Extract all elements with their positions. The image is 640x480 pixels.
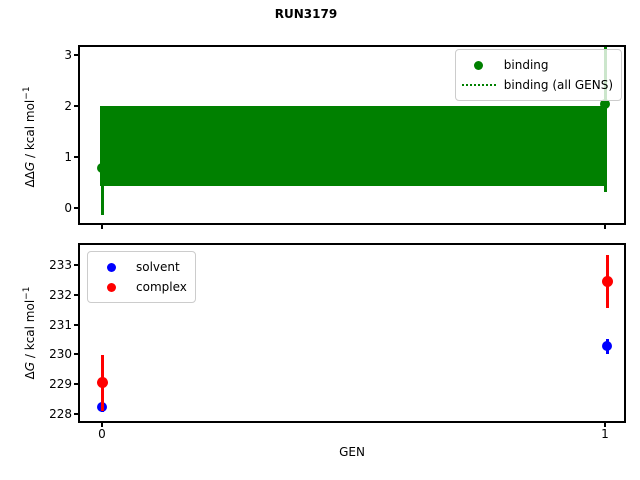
xtick-mark xyxy=(604,225,606,229)
complex-point-gen0 xyxy=(96,377,108,388)
ytick-mark xyxy=(74,353,78,355)
complex-marker-icon xyxy=(94,282,128,292)
legend-item-complex: complex xyxy=(94,277,187,297)
ytick-label: 2 xyxy=(64,99,72,113)
legend-label-complex: complex xyxy=(136,280,187,294)
legend-label-binding: binding xyxy=(503,58,549,72)
binding-point-gen0 xyxy=(97,163,107,173)
ytick-mark xyxy=(74,156,78,158)
ytick-mark xyxy=(74,383,78,385)
ytick-mark xyxy=(74,324,78,326)
ytick-label: 3 xyxy=(64,48,72,62)
ytick-mark xyxy=(74,54,78,56)
xlabel: GEN xyxy=(339,445,365,459)
ytick-label: 230 xyxy=(49,347,72,361)
legend-label-binding-all-gens: binding (all GENS) xyxy=(503,78,613,92)
ytick-label: 228 xyxy=(49,407,72,421)
ytick-mark xyxy=(74,264,78,266)
top-legend: binding binding (all GENS) xyxy=(454,49,622,101)
figure-title: RUN3179 xyxy=(274,7,338,21)
solvent-marker-icon xyxy=(94,262,128,272)
ytick-mark xyxy=(74,294,78,296)
top-axes: 3 2 1 0 binding binding (all GENS) xyxy=(64,45,626,229)
xtick-label: 0 xyxy=(98,427,106,441)
ytick-mark xyxy=(74,105,78,107)
ytick-label: 232 xyxy=(49,288,72,302)
xtick-label: 1 xyxy=(601,427,609,441)
binding-marker-icon xyxy=(462,60,496,70)
xtick-mark xyxy=(604,423,606,427)
bottom-legend: solvent complex xyxy=(87,251,196,303)
ytick-label: 229 xyxy=(49,377,72,391)
top-ylabel: ΔΔG / kcal mol−1 xyxy=(22,86,37,188)
xtick-mark xyxy=(101,423,103,427)
complex-point-gen1 xyxy=(601,276,613,287)
bottom-ylabel: ΔG / kcal mol−1 xyxy=(22,286,37,380)
legend-item-binding: binding xyxy=(462,55,613,75)
ytick-mark xyxy=(74,413,78,415)
legend-item-solvent: solvent xyxy=(94,257,187,277)
ytick-label: 233 xyxy=(49,258,72,272)
binding-errorbar-gen1 xyxy=(603,47,607,192)
ytick-mark xyxy=(74,207,78,209)
ytick-label: 0 xyxy=(64,201,72,215)
dotted-line-icon xyxy=(461,84,496,86)
solvent-point-gen1 xyxy=(602,341,612,351)
binding-point-gen1 xyxy=(600,99,610,109)
xtick-mark xyxy=(101,225,103,229)
ytick-label: 1 xyxy=(64,150,72,164)
legend-label-solvent: solvent xyxy=(136,260,180,274)
bottom-axes: 233 232 231 230 229 228 0 1 solvent comp… xyxy=(49,243,626,441)
binding-all-gens-band xyxy=(100,106,607,186)
ytick-label: 231 xyxy=(49,318,72,332)
legend-item-binding-all-gens: binding (all GENS) xyxy=(461,75,613,95)
